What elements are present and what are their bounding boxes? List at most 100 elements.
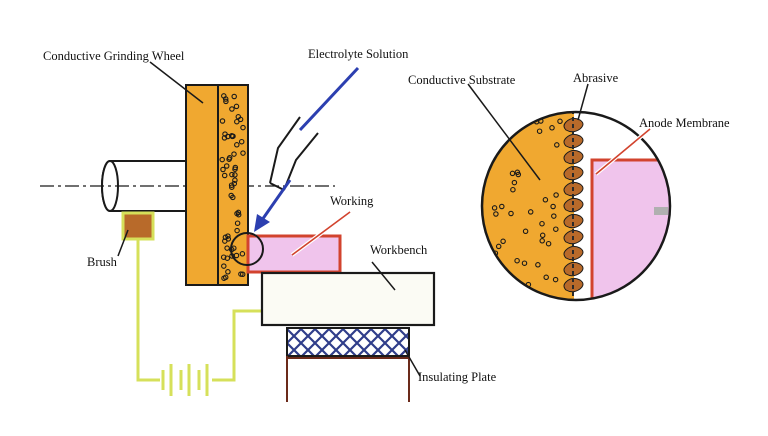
grain-dot <box>239 251 246 257</box>
grain-dot <box>491 205 498 211</box>
grain-dot <box>543 274 549 281</box>
grain-dot <box>226 156 232 162</box>
abrasive-grain <box>563 261 584 277</box>
grain-dot <box>237 116 244 123</box>
grain-dot <box>234 220 241 226</box>
grain-dot <box>234 210 240 217</box>
grain-dot <box>231 93 237 100</box>
electrical-circuit <box>136 239 262 382</box>
abrasive-grain <box>563 213 584 229</box>
grain-dot <box>491 143 498 149</box>
grain-dot <box>495 243 502 250</box>
grain-dot <box>231 180 238 187</box>
grain-dot <box>234 142 240 148</box>
grain-dot <box>549 125 555 131</box>
grain-dot <box>510 186 516 193</box>
grain-dot <box>551 213 557 219</box>
grain-dot <box>514 169 521 176</box>
grain-dot <box>238 138 245 145</box>
grain-dot <box>232 177 238 183</box>
grain-dot <box>219 156 225 163</box>
grain-dot <box>223 98 229 105</box>
grain-dot <box>221 93 227 99</box>
label-substrate: Conductive Substrate <box>408 73 516 87</box>
grain-dot <box>493 211 499 217</box>
grain-dot <box>508 210 514 217</box>
grain-dot <box>554 142 560 148</box>
grain-dot <box>228 192 234 199</box>
electrolyte-nozzle <box>269 116 319 191</box>
grain-dot <box>499 203 505 210</box>
grain-dot <box>225 269 231 275</box>
grain-dot <box>500 238 506 245</box>
grain-dot <box>229 171 235 178</box>
grain-dot <box>229 184 235 190</box>
grain-dot <box>222 238 228 244</box>
label-workbench: Workbench <box>370 243 428 257</box>
workbench <box>260 271 436 327</box>
grain-dot <box>240 150 246 156</box>
grain-dot <box>229 106 235 112</box>
label-insulating-plate: Insulating Plate <box>418 370 497 384</box>
grain-dot <box>234 118 240 125</box>
grain-dot <box>527 209 534 215</box>
grain-dot <box>550 203 556 210</box>
label-abrasive: Abrasive <box>573 71 619 85</box>
grain-dot <box>221 263 227 269</box>
grain-dot <box>557 118 563 125</box>
grain-dot <box>545 240 552 247</box>
grain-dot <box>539 232 546 239</box>
detail-magnified-view <box>480 110 672 302</box>
grain-dot <box>219 118 226 124</box>
grain-dot <box>234 227 240 234</box>
machine-base <box>286 356 410 402</box>
grain-dot <box>228 182 235 188</box>
grain-dot <box>535 262 541 268</box>
label-anode-membrane: Anode Membrane <box>639 116 730 130</box>
grain-dot <box>514 257 520 264</box>
abrasive-grain <box>563 197 584 213</box>
grain-dot <box>521 260 528 266</box>
grain-dot <box>224 255 231 261</box>
grain-dot <box>539 220 545 227</box>
grain-dot <box>225 133 231 140</box>
grain-dot <box>232 164 239 171</box>
grain-dot <box>542 197 549 203</box>
insulating-plate <box>286 327 410 357</box>
grain-dot <box>225 233 231 239</box>
grain-dot <box>492 133 499 139</box>
grain-dot <box>235 209 242 216</box>
label-brush: Brush <box>87 255 118 269</box>
grain-dot <box>503 126 510 133</box>
grain-dot <box>240 124 246 131</box>
grain-dot <box>553 192 559 198</box>
grain-dot <box>224 245 230 251</box>
label-electrolyte: Electrolyte Solution <box>308 47 409 61</box>
contact-zone-circle <box>230 232 264 266</box>
grain-dot <box>233 252 240 259</box>
electrolyte-flow-arrow <box>254 66 360 232</box>
grain-dot <box>530 292 536 299</box>
grain-dot <box>232 172 238 178</box>
abrasive-grains <box>219 93 246 281</box>
grain-dot <box>221 275 227 281</box>
grain-dot <box>539 238 545 244</box>
grain-dot <box>509 170 516 177</box>
brush <box>121 211 155 241</box>
label-working: Working <box>330 194 374 208</box>
grain-dot <box>522 228 529 235</box>
grain-dot <box>223 163 230 169</box>
grain-dot <box>552 276 559 283</box>
battery-icon <box>161 364 209 396</box>
grain-dot <box>511 179 518 186</box>
grain-dot <box>220 254 227 260</box>
label-grinding-wheel: Conductive Grinding Wheel <box>43 49 185 63</box>
grain-dot <box>221 172 228 179</box>
grain-dot <box>238 271 244 277</box>
grain-dot <box>536 128 543 134</box>
grain-dot <box>220 166 226 173</box>
abrasive-grain <box>563 149 584 165</box>
grain-dot <box>494 276 500 283</box>
grain-dot <box>553 226 559 232</box>
